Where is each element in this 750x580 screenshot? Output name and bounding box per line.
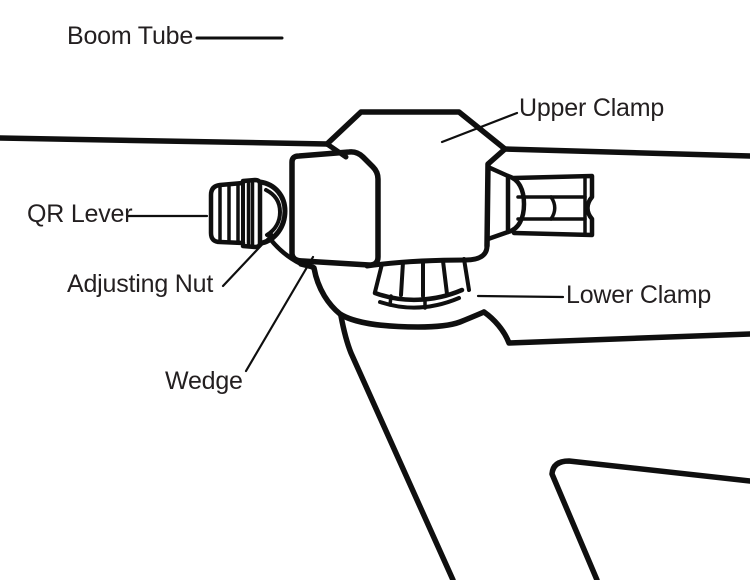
label-upper-clamp: Upper Clamp [519,94,665,122]
upper-clamp-shape [324,109,508,249]
label-boom-tube: Boom Tube [67,22,194,50]
label-adjusting-nut: Adjusting Nut [67,270,214,298]
label-qr-lever: QR Lever [27,200,133,228]
lower-clamp-saddle [298,261,487,330]
upper-clamp-bottom-edge [364,243,490,269]
boom-tube-left-line [0,135,330,147]
leader-upper-clamp [440,111,519,144]
qr-lever-shape [208,177,263,250]
leader-wedge [244,255,315,373]
label-lower-clamp: Lower Clamp [566,281,712,309]
leader-lower-clamp [476,294,565,299]
wedge-shape [289,149,381,268]
clamp-bolt [485,164,595,242]
lower-right-arm [549,458,750,580]
leader-adjusting-nut [221,232,274,288]
left-leg-edge [338,313,456,580]
leader-lines [126,36,565,373]
label-wedge: Wedge [165,367,243,395]
boom-tube-right-top [502,146,750,159]
boom-tube-right-bottom [481,309,750,346]
adjusting-nut-shape [257,179,304,267]
lower-clamp-collar [372,257,471,310]
